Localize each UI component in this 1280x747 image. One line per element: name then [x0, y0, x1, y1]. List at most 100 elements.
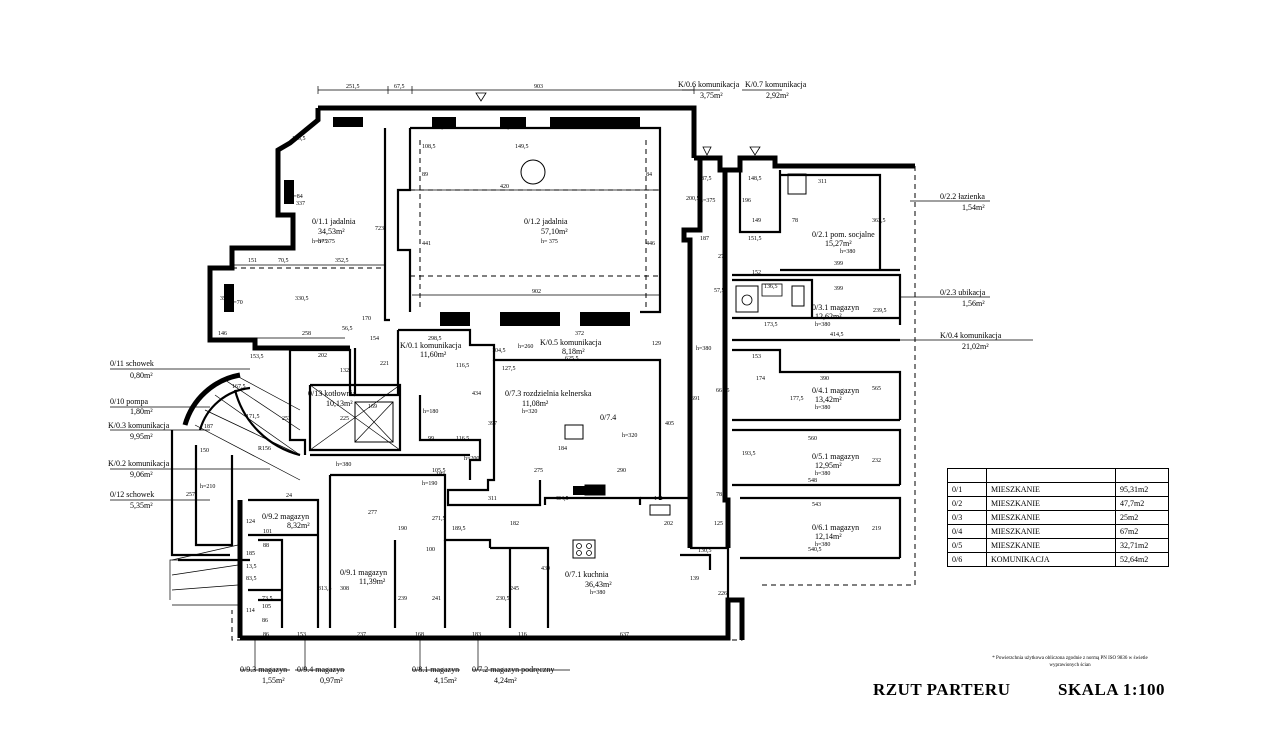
room-id: 0/6.1 — [812, 523, 828, 532]
curved-stair — [169, 372, 301, 606]
callout-id: 0/12 — [110, 490, 124, 499]
room-area: 11,08m² — [522, 399, 549, 408]
dim-text: 88 — [263, 543, 269, 549]
room-height: h=380 — [815, 542, 830, 548]
legend-area: 32,71m2 — [1115, 538, 1169, 553]
dim-text: 89 — [422, 172, 428, 178]
room-name: kotłownia — [324, 389, 356, 398]
room-name: jadalnia — [541, 217, 568, 226]
dim-text: 397 — [488, 421, 497, 427]
callout-name: magazyn podręczny — [490, 665, 554, 674]
dim-text: 78,5 — [716, 492, 727, 498]
dim-text: 903 — [534, 84, 543, 90]
height-text: h=180 — [423, 409, 438, 415]
dim-text: 86 — [262, 618, 268, 624]
room-name: magazyn — [280, 512, 309, 521]
dim-text: 187 — [700, 236, 709, 242]
dim-text: 168 — [415, 632, 424, 638]
callout-id: K/0.3 — [108, 421, 126, 430]
center-walls — [288, 328, 690, 628]
dim-text: 290 — [617, 468, 626, 474]
svg-text:K/0.7 komunikacja: K/0.7 komunikacja — [745, 80, 807, 89]
dim-text: 245 — [510, 586, 519, 592]
legend-code: 0/5 — [947, 538, 987, 553]
chimney-text: Hp=70 — [226, 300, 243, 306]
dim-text: 239 — [398, 596, 407, 602]
dimension-lines — [210, 86, 695, 339]
room-height: h=380 — [815, 405, 830, 411]
room-id: K/0.1 — [400, 341, 418, 350]
dim-text: 251,5 — [346, 84, 360, 90]
dim-text: 116,5 — [456, 436, 469, 442]
legend-area: 52,64m2 — [1115, 552, 1169, 567]
callout-id: 0/10 — [110, 397, 124, 406]
room-name: magazyn — [830, 386, 859, 395]
dim-text: 390 — [820, 376, 829, 382]
legend-row: 0/4 MIESZKANIE 67m2 — [947, 524, 1169, 539]
dim-text: 149 — [752, 218, 761, 224]
dim-text: 237 — [357, 632, 366, 638]
dim-text: 116,5 — [456, 363, 469, 369]
dim-text: 146 — [218, 331, 227, 337]
dim-text: 637 — [620, 632, 629, 638]
dimension-texts: 251,5 67,5 903 420 902 441 446 723 108,5… — [186, 84, 887, 638]
legend-type: MIESZKANIE — [986, 496, 1116, 511]
dim-text: 183 — [436, 472, 445, 478]
dim-text: 108,5 — [422, 144, 436, 150]
dim-text: 114 — [246, 608, 255, 614]
svg-text:0/2.2 łazienka: 0/2.2 łazienka — [940, 192, 985, 201]
room-name: magazyn — [830, 303, 859, 312]
dim-text: 125 — [714, 521, 723, 527]
callout-name: komunikacja — [128, 421, 170, 430]
dim-text: 279 — [718, 254, 727, 260]
room-name: kuchnia — [583, 570, 609, 579]
dim-text: 171,5 — [246, 414, 260, 420]
callout-area: 4,15m² — [434, 676, 457, 685]
room-area: 15,27m² — [825, 239, 852, 248]
dim-text: 330,5 — [295, 296, 309, 302]
callout-name: komunikacja — [765, 80, 807, 89]
callout-id: K/0.6 — [678, 80, 696, 89]
svg-text:0/11 schowek: 0/11 schowek — [110, 359, 154, 368]
callout-area: 0,97m² — [320, 676, 343, 685]
dim-text: 414,5 — [830, 332, 844, 338]
callout-id: 0/9.3 — [240, 665, 256, 674]
room-area: 13,42m² — [815, 395, 842, 404]
dim-text: R156 — [258, 446, 271, 452]
dim-text: 232 — [872, 458, 881, 464]
room-labels: 0/1.1 jadalnia 34,53m² h= 375 0/1.2 jada… — [262, 217, 875, 596]
dim-text: 78 — [792, 218, 798, 224]
legend-type: MIESZKANIE — [986, 510, 1116, 525]
dim-text: 404,5 — [555, 496, 569, 502]
dim-text: 104,5 — [492, 348, 506, 354]
svg-text:0/12 schowek: 0/12 schowek — [110, 490, 154, 499]
dim-text: 151 — [248, 258, 257, 264]
height-text: h=190 — [422, 481, 437, 487]
callout-id: K/0.4 — [940, 331, 958, 340]
room-height: h=380 — [815, 322, 830, 328]
dim-text: 241 — [432, 596, 441, 602]
room-name: pom. socjalne — [830, 230, 875, 239]
room-area: 11,60m² — [420, 350, 447, 359]
room-id: K/0.5 — [540, 338, 558, 347]
svg-text:0/9.1 magazyn: 0/9.1 magazyn — [340, 568, 387, 577]
dim-text: 187 — [204, 424, 213, 430]
legend-type: MIESZKANIE — [986, 524, 1116, 539]
legend-area: 67m2 — [1115, 524, 1169, 539]
dim-text: 99 — [428, 436, 434, 442]
room-name: rozdzielnia kelnerska — [523, 389, 592, 398]
dim-text: 902 — [532, 289, 541, 295]
dim-text: 153,5 — [250, 354, 264, 360]
chimney-text: Hp=84 — [340, 120, 357, 126]
room-name: jadalnia — [329, 217, 356, 226]
dim-text: 116 — [518, 632, 527, 638]
dim-text: 543 — [812, 502, 821, 508]
dim-text: 173,5 — [764, 322, 778, 328]
callout-name: schowek — [126, 359, 154, 368]
dim-text: 182 — [510, 521, 519, 527]
dim-text: 149,5 — [515, 144, 529, 150]
height-text: h=210 — [200, 484, 215, 490]
svg-text:K/0.2 komunikacja: K/0.2 komunikacja — [108, 459, 170, 468]
room-id: 0/9.2 — [262, 512, 278, 521]
dim-text: 124 — [246, 519, 255, 525]
